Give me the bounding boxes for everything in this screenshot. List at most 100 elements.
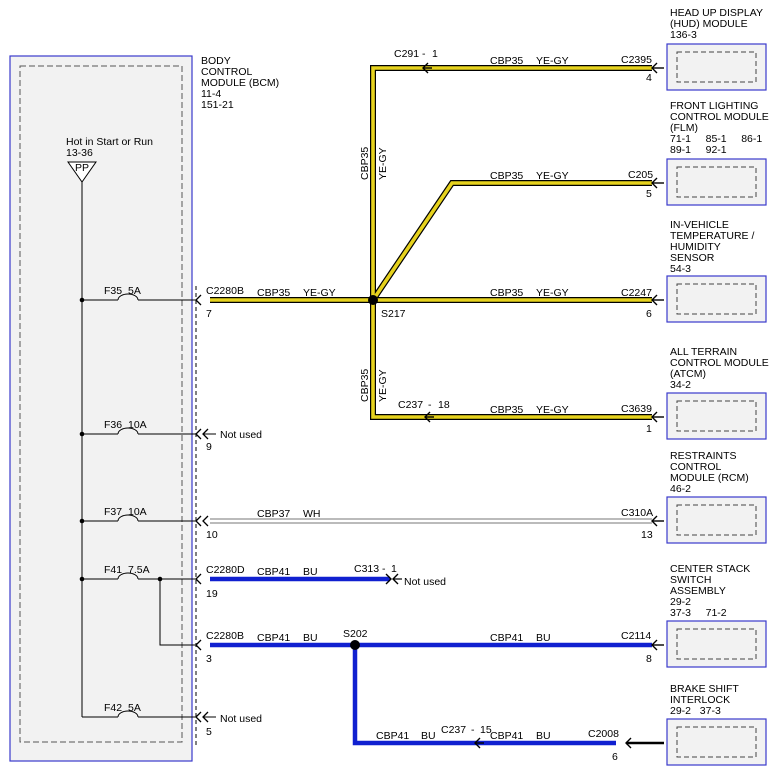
fuse-f42-id: F42 <box>104 702 122 714</box>
cbp35-circuit-label-atcm: CBP35 <box>490 404 523 416</box>
c313-not-used-label: Not used <box>404 576 446 588</box>
cbp41-color-label-c313: BU <box>303 566 318 578</box>
cbp35-color-label-bcm: YE-GY <box>303 287 336 299</box>
hot-in-start-or-run-label: Hot in Start or Run 13-36 <box>66 136 156 159</box>
fuse-f41-rating: 7.5A <box>128 564 150 576</box>
c237-15-inline-connector <box>474 737 484 749</box>
module-hud-pin: 4 <box>646 72 652 84</box>
module-csa-title: CENTER STACK SWITCH ASSEMBLY 29-2 37-3 7… <box>670 563 753 619</box>
c237-15-pin: 15 <box>480 724 492 736</box>
cbp41-circuit-label-lower-right: CBP41 <box>490 730 523 742</box>
module-sensor-title: IN-VEHICLE TEMPERATURE / HUMIDITY SENSOR… <box>670 219 757 275</box>
c237-18-pin: 18 <box>438 399 450 411</box>
fuse-f36-rating: 10A <box>128 419 147 431</box>
bcm-pin-10: 10 <box>206 529 218 541</box>
bcm-pin-9: 9 <box>206 441 212 453</box>
module-rcm-pin: 13 <box>641 529 653 541</box>
fuse-f42 <box>82 710 216 723</box>
fuse-f35 <box>79 293 202 306</box>
splice-s202-label: S202 <box>343 628 368 640</box>
c291-dash: - <box>422 48 426 60</box>
f36-not-used-label: Not used <box>220 429 262 441</box>
module-rcm-title: RESTRAINTS CONTROL MODULE (RCM) 46-2 <box>670 450 752 495</box>
splice-s202 <box>350 640 360 650</box>
cbp35-color-label-sensor: YE-GY <box>536 287 569 299</box>
fuse-f37-id: F37 <box>104 506 122 518</box>
cbp41-color-label-bcm: BU <box>303 632 318 644</box>
bcm-module <box>9 55 193 762</box>
cbp37-color-label: WH <box>303 508 321 520</box>
module-flm-connector: C205 <box>628 169 653 181</box>
cbp35-wire-group <box>210 65 652 420</box>
splice-s217 <box>368 295 378 305</box>
fuse-f42-rating: 5A <box>128 702 141 714</box>
module-csa-connector: C2114 <box>621 630 651 642</box>
module-hud-box <box>666 43 767 91</box>
module-terminals <box>625 62 664 749</box>
module-sensor-connector: C2247 <box>621 287 652 299</box>
c291-name: C291 <box>394 48 419 60</box>
bcm-pin-10-terminal <box>202 515 209 527</box>
cbp41-circuit-label-bcm: CBP41 <box>257 632 290 644</box>
cbp41-circuit-label-csa: CBP41 <box>490 632 523 644</box>
module-atcm-box <box>666 392 767 440</box>
cbp35-vertical-circuit-lower: CBP35 <box>359 369 371 402</box>
cbp41-circuit-label-lower-left: CBP41 <box>376 730 409 742</box>
fuse-f41 <box>79 572 202 651</box>
fuse-f35-rating: 5A <box>128 285 141 297</box>
module-csa-box <box>666 620 767 668</box>
cbp35-vertical-color-lower: YE-GY <box>377 369 389 402</box>
bcm-pin-19: 19 <box>206 588 218 600</box>
module-atcm-connector: C3639 <box>621 403 652 415</box>
module-rcm-connector: C310A <box>621 507 653 519</box>
c313-dash: - <box>382 563 386 575</box>
module-bsi-pin: 6 <box>612 751 618 763</box>
c313-inline-connector <box>385 573 402 585</box>
c291-inline-connector <box>422 62 432 74</box>
cbp41-wire-group <box>210 576 652 746</box>
splice-s217-label: S217 <box>381 308 406 320</box>
cbp41-color-label-csa: BU <box>536 632 551 644</box>
c313-name: C313 <box>354 563 379 575</box>
module-sensor-pin: 6 <box>646 308 652 320</box>
module-flm-title: FRONT LIGHTING CONTROL MODULE (FLM) 71-1… <box>670 100 772 156</box>
cbp41-color-label-lower-left: BU <box>421 730 436 742</box>
module-atcm-title: ALL TERRAIN CONTROL MODULE (ATCM) 34-2 <box>670 346 772 391</box>
c237-15-dash: - <box>471 724 475 736</box>
module-boxes <box>666 43 767 766</box>
cbp35-circuit-label-sensor: CBP35 <box>490 287 523 299</box>
cbp35-circuit-label-flm: CBP35 <box>490 170 523 182</box>
module-hud-connector: C2395 <box>621 54 652 66</box>
cbp35-circuit-label-bcm: CBP35 <box>257 287 290 299</box>
module-bsi-box <box>666 718 767 766</box>
cbp41-color-label-lower-right: BU <box>536 730 551 742</box>
bcm-pin-3: 3 <box>206 653 212 665</box>
bcm-title: BODY CONTROL MODULE (BCM) 11-4 151-21 <box>201 55 282 111</box>
bcm-pin-7-connector: C2280B <box>206 285 244 297</box>
cbp35-vertical-circuit-upper: CBP35 <box>359 147 371 180</box>
module-bsi-connector: C2008 <box>588 728 619 740</box>
c237-18-name: C237 <box>398 399 423 411</box>
cbp41-circuit-label-c313: CBP41 <box>257 566 290 578</box>
cbp35-circuit-label-hud: CBP35 <box>490 55 523 67</box>
c291-pin: 1 <box>432 48 438 60</box>
cbp37-circuit-label: CBP37 <box>257 508 290 520</box>
bcm-pin-5: 5 <box>206 726 212 738</box>
module-atcm-pin: 1 <box>646 423 652 435</box>
c237-18-inline-connector <box>424 411 434 423</box>
module-flm-box <box>666 158 767 206</box>
bcm-pin-19-connector: C2280D <box>206 564 245 576</box>
module-sensor-box <box>666 275 767 323</box>
power-source-triangle <box>67 161 97 183</box>
fuse-f35-id: F35 <box>104 285 122 297</box>
fuse-f36 <box>79 427 216 440</box>
c237-15-name: C237 <box>441 724 466 736</box>
module-rcm-box <box>666 496 767 544</box>
bcm-pin-3-connector: C2280B <box>206 630 244 642</box>
module-bsi-title: BRAKE SHIFT INTERLOCK 29-2 37-3 <box>670 683 742 717</box>
bcm-pin-7: 7 <box>206 308 212 320</box>
module-flm-pin: 5 <box>646 188 652 200</box>
fuse-f37 <box>79 514 202 527</box>
cbp35-color-label-atcm: YE-GY <box>536 404 569 416</box>
